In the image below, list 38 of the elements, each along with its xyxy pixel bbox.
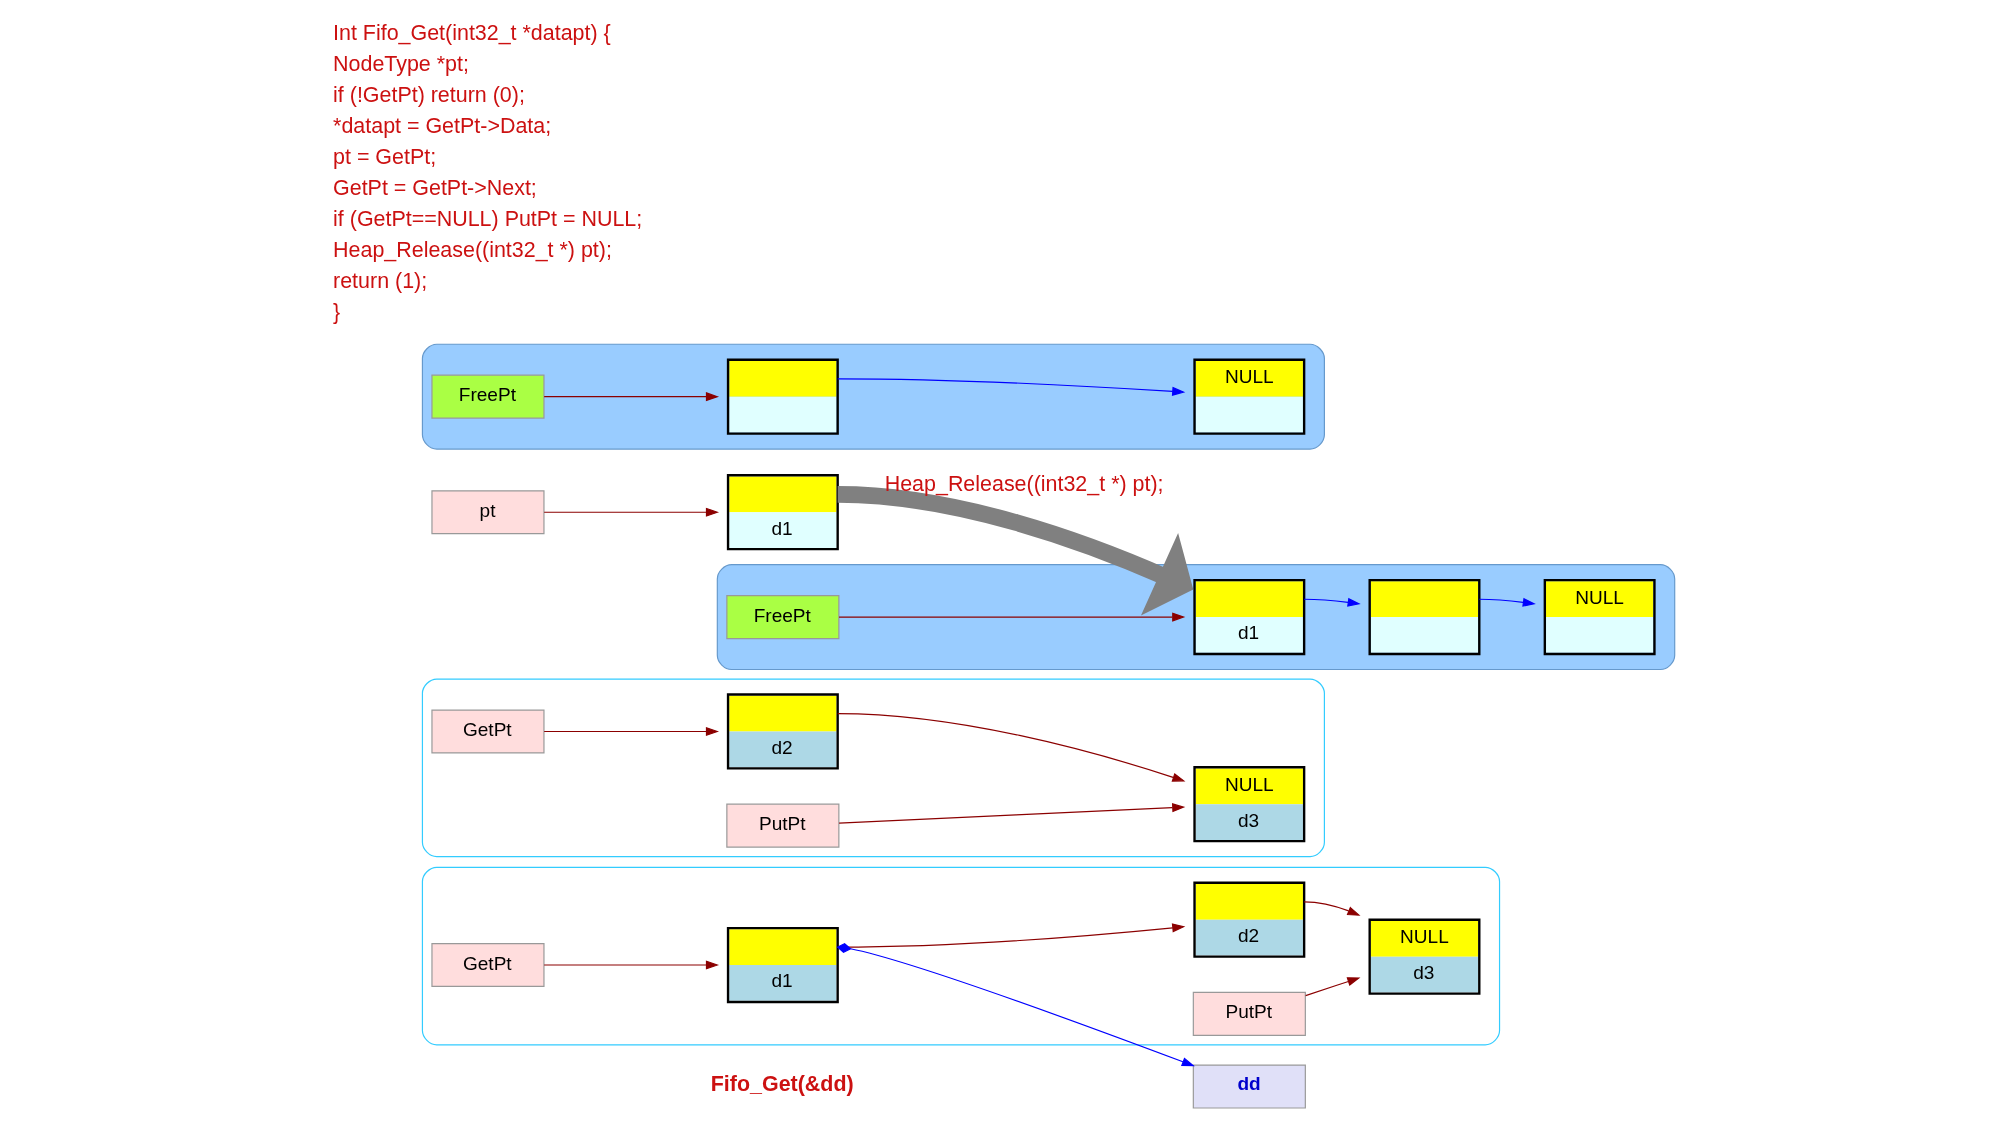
arrow [1303,901,1361,916]
label: return (1); [332,268,427,293]
node-box: pt [430,490,545,535]
label: pt = GetPt; [332,144,436,169]
node-box: FreePt [725,595,839,640]
label: NodeType *pt; [332,51,469,76]
cluster [421,678,1325,858]
node-box: dd [1192,1064,1306,1109]
arrow [1303,597,1361,607]
arrow [838,803,1185,824]
node-box: PutPt [1192,991,1306,1036]
label: Heap_Release((int32_t *) pt); [332,237,612,262]
arrow [543,507,719,517]
arrow [1304,977,1360,997]
node-box: GetPt [430,942,545,988]
arrow [836,486,1193,616]
arrow [543,960,719,970]
cluster [421,343,1325,450]
arrow [836,378,1185,396]
arrow [836,943,1195,1067]
label: if (GetPt==NULL) PutPt = NULL; [332,206,642,231]
edge-label: Heap_Release((int32_t *) pt); [884,472,1164,497]
arrow [836,713,1185,782]
node-box: FreePt [430,374,545,419]
label: Fifo_Get(&dd) [710,1071,854,1096]
label: if (!GetPt) return (0); [332,82,525,107]
label: *datapt = GetPt->Data; [332,113,551,138]
arrow [838,612,1185,622]
arrow [1478,597,1536,607]
label: } [332,299,340,324]
node-box: PutPt [725,803,839,848]
label: GetPt = GetPt->Next; [332,175,537,200]
cluster [421,866,1500,1046]
node-box: GetPt [430,709,545,754]
arrow [543,392,719,402]
arrow [543,726,719,737]
label: Int Fifo_Get(int32_t *datapt) { [332,20,611,45]
cluster [716,564,1675,671]
